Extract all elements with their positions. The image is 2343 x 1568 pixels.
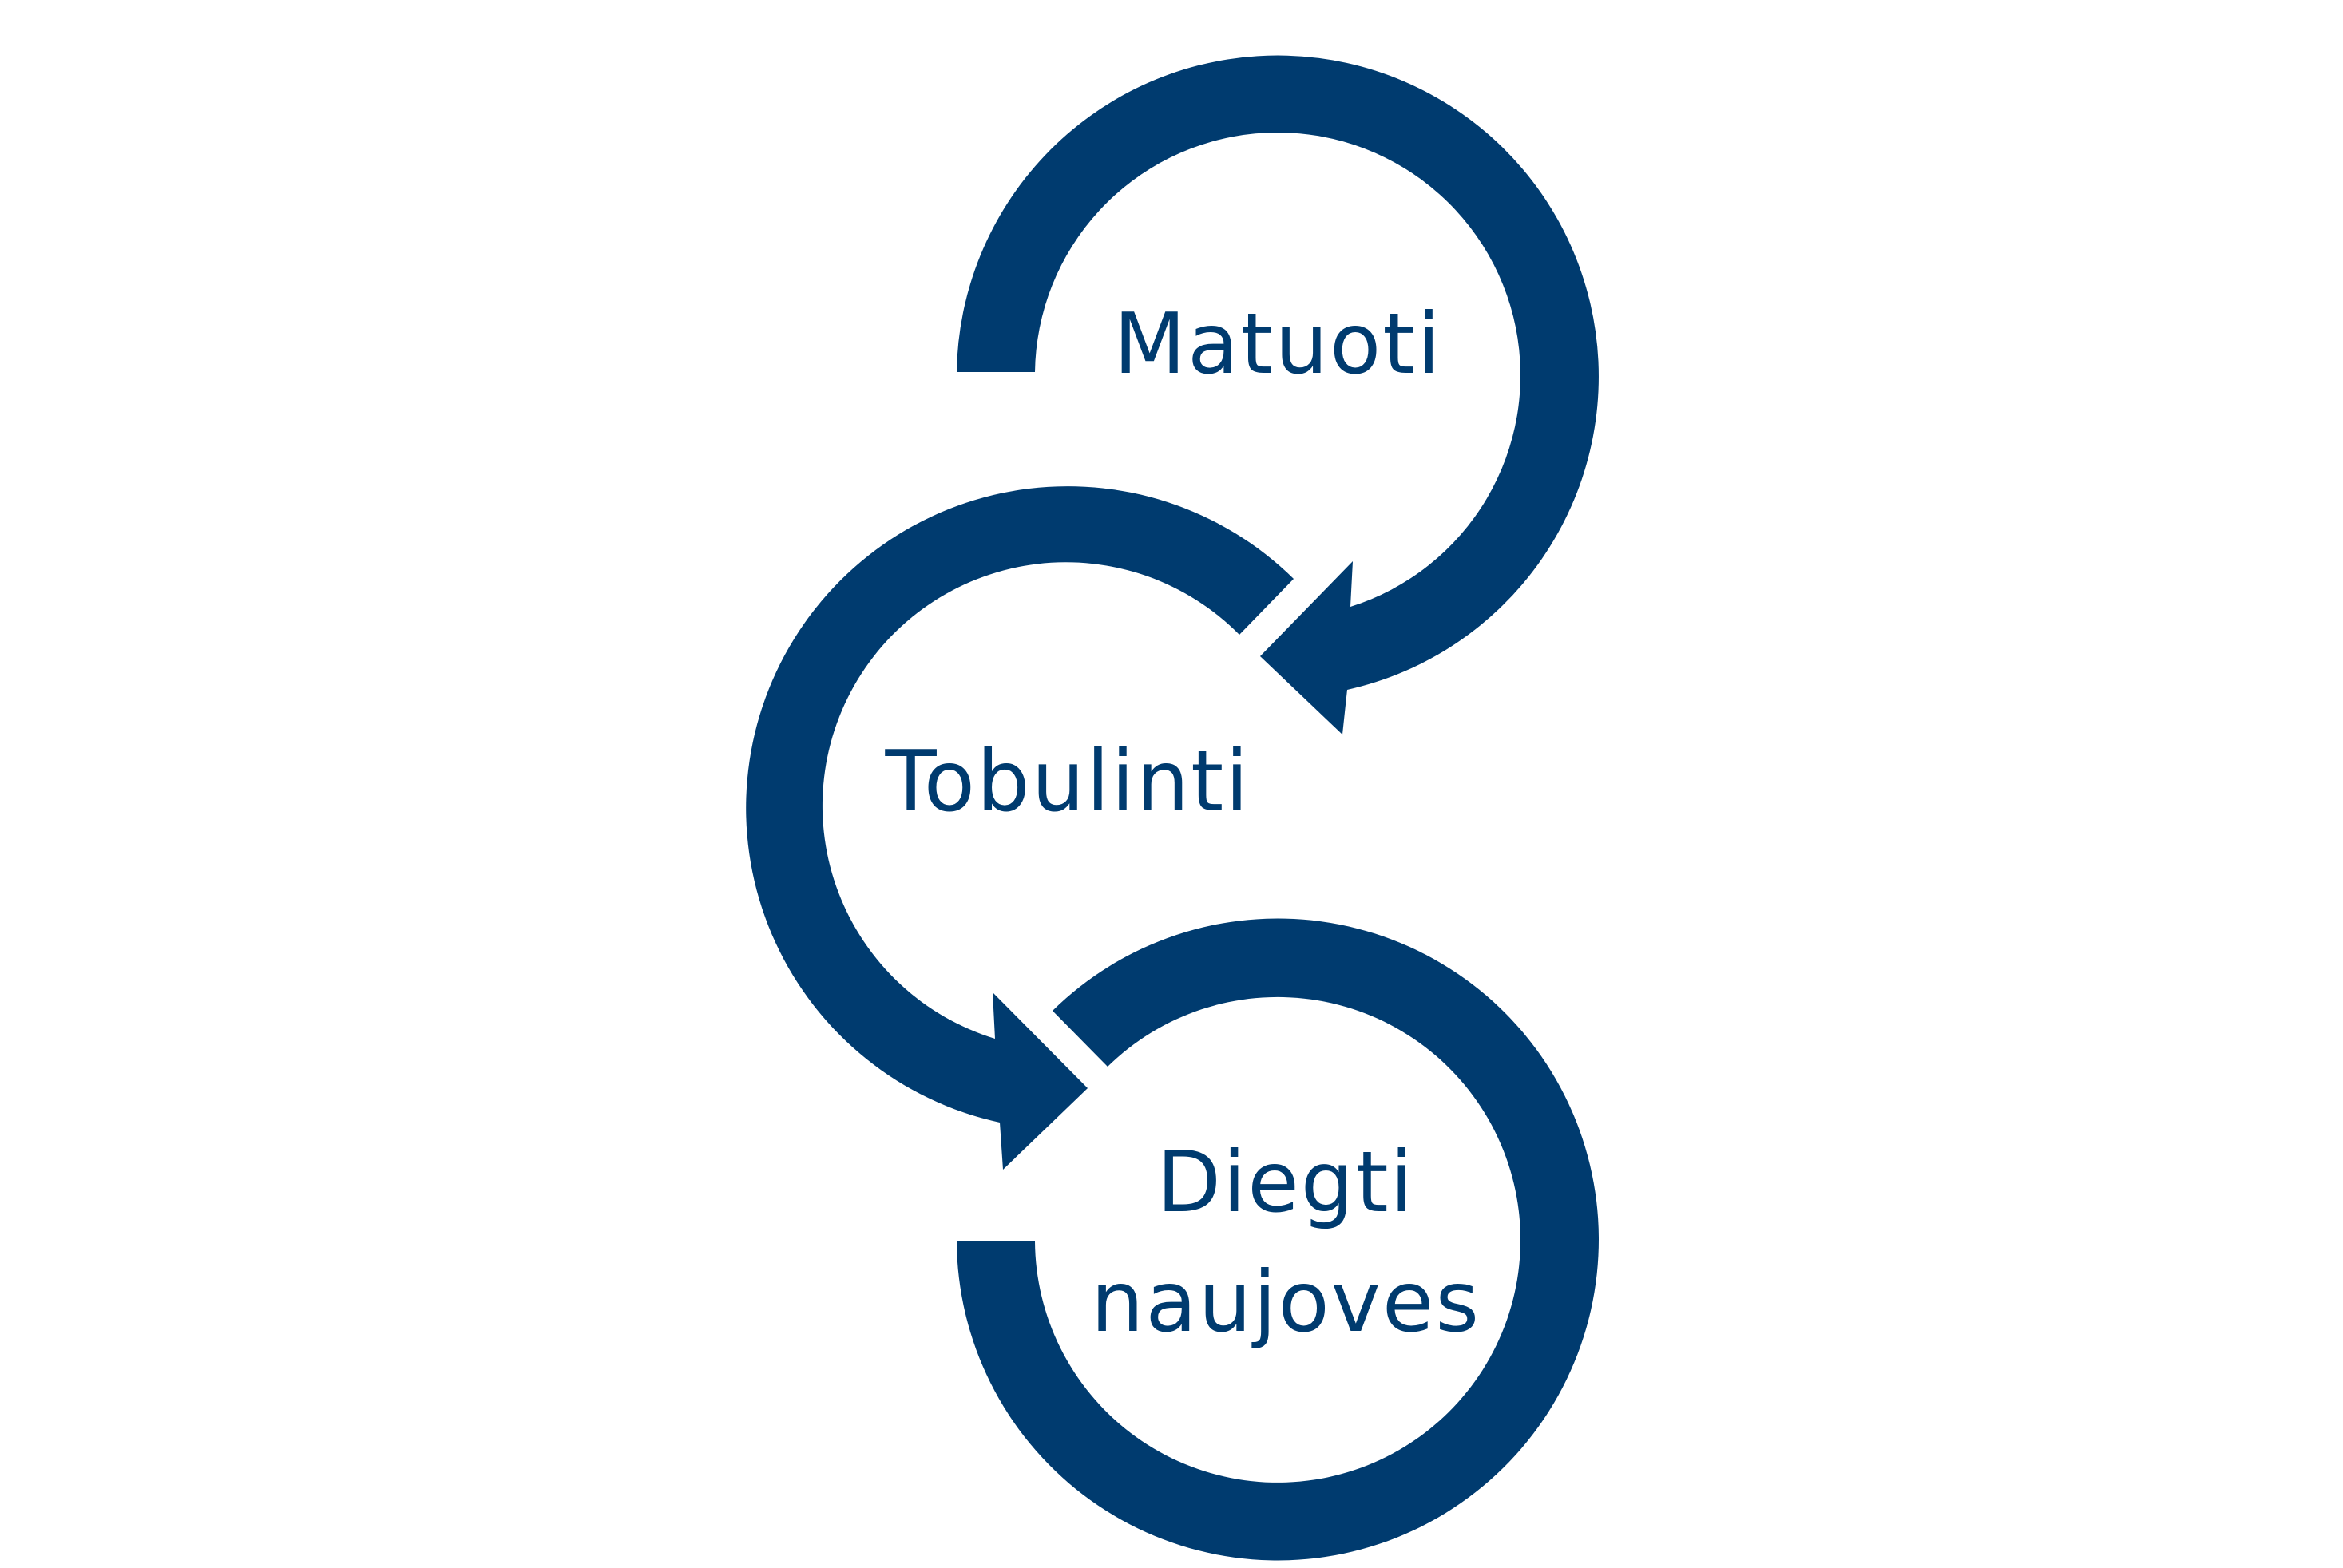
- arrow-improve: [746, 486, 1294, 1170]
- label-measure: Matuoti: [1113, 295, 1441, 393]
- label-implement-line1: Diegti: [1156, 1134, 1415, 1231]
- label-improve: Tobulinti: [885, 733, 1251, 830]
- arrow-measure: [957, 55, 1599, 735]
- arrow-implement: [957, 918, 1599, 1561]
- label-implement-line2: naujoves: [1091, 1253, 1481, 1351]
